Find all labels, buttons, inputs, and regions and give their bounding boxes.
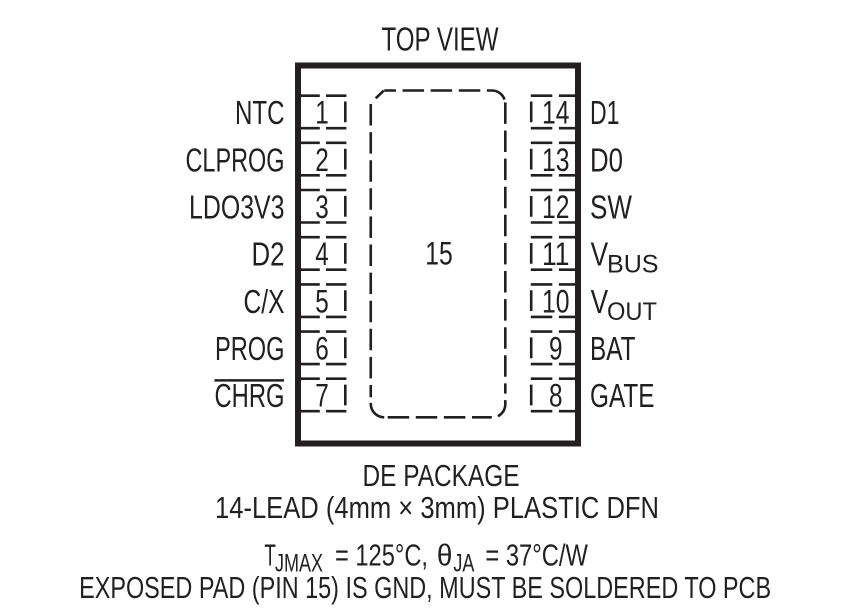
svg-text:= 125°C,: = 125°C, [335, 537, 428, 572]
svg-text:11: 11 [542, 236, 570, 272]
svg-text:BAT: BAT [590, 330, 636, 367]
svg-text:13: 13 [542, 142, 570, 178]
svg-text:7: 7 [315, 378, 329, 414]
svg-text:5: 5 [315, 283, 329, 319]
svg-text:CHRG: CHRG [215, 377, 285, 414]
svg-text:D1: D1 [590, 94, 620, 131]
svg-text:1: 1 [315, 95, 329, 131]
svg-text:OUT: OUT [607, 298, 657, 326]
svg-text:JA: JA [453, 550, 474, 578]
svg-text:3: 3 [315, 189, 329, 225]
svg-text:V: V [591, 236, 609, 273]
svg-text:θ: θ [437, 537, 453, 572]
svg-text:CLPROG: CLPROG [186, 141, 285, 178]
svg-text:DE PACKAGE: DE PACKAGE [363, 458, 520, 493]
svg-text:NTC: NTC [235, 94, 285, 131]
svg-text:8: 8 [549, 378, 563, 414]
svg-text:PROG: PROG [215, 330, 285, 367]
svg-text:14-LEAD (4mm × 3mm) PLASTIC DF: 14-LEAD (4mm × 3mm) PLASTIC DFN [215, 490, 659, 525]
svg-text:14: 14 [542, 95, 570, 131]
svg-text:15: 15 [425, 236, 453, 272]
svg-text:SW: SW [590, 189, 633, 226]
svg-text:= 37°C/W: = 37°C/W [485, 537, 588, 572]
svg-text:D0: D0 [590, 141, 623, 178]
svg-text:9: 9 [549, 331, 563, 367]
svg-text:T: T [264, 537, 276, 572]
svg-text:TOP VIEW: TOP VIEW [382, 20, 500, 57]
svg-text:2: 2 [315, 142, 329, 178]
svg-text:6: 6 [315, 331, 329, 367]
svg-text:LDO3V3: LDO3V3 [189, 189, 285, 226]
svg-text:BUS: BUS [607, 251, 659, 279]
svg-text:10: 10 [542, 283, 570, 319]
svg-text:D2: D2 [252, 236, 285, 273]
svg-text:JMAX: JMAX [275, 550, 323, 578]
svg-text:V: V [591, 283, 609, 320]
svg-text:4: 4 [315, 236, 329, 272]
svg-text:GATE: GATE [590, 377, 655, 414]
svg-text:12: 12 [542, 189, 570, 225]
svg-text:C/X: C/X [244, 283, 285, 320]
svg-text:EXPOSED PAD (PIN 15) IS GND, M: EXPOSED PAD (PIN 15) IS GND, MUST BE SOL… [79, 570, 771, 605]
